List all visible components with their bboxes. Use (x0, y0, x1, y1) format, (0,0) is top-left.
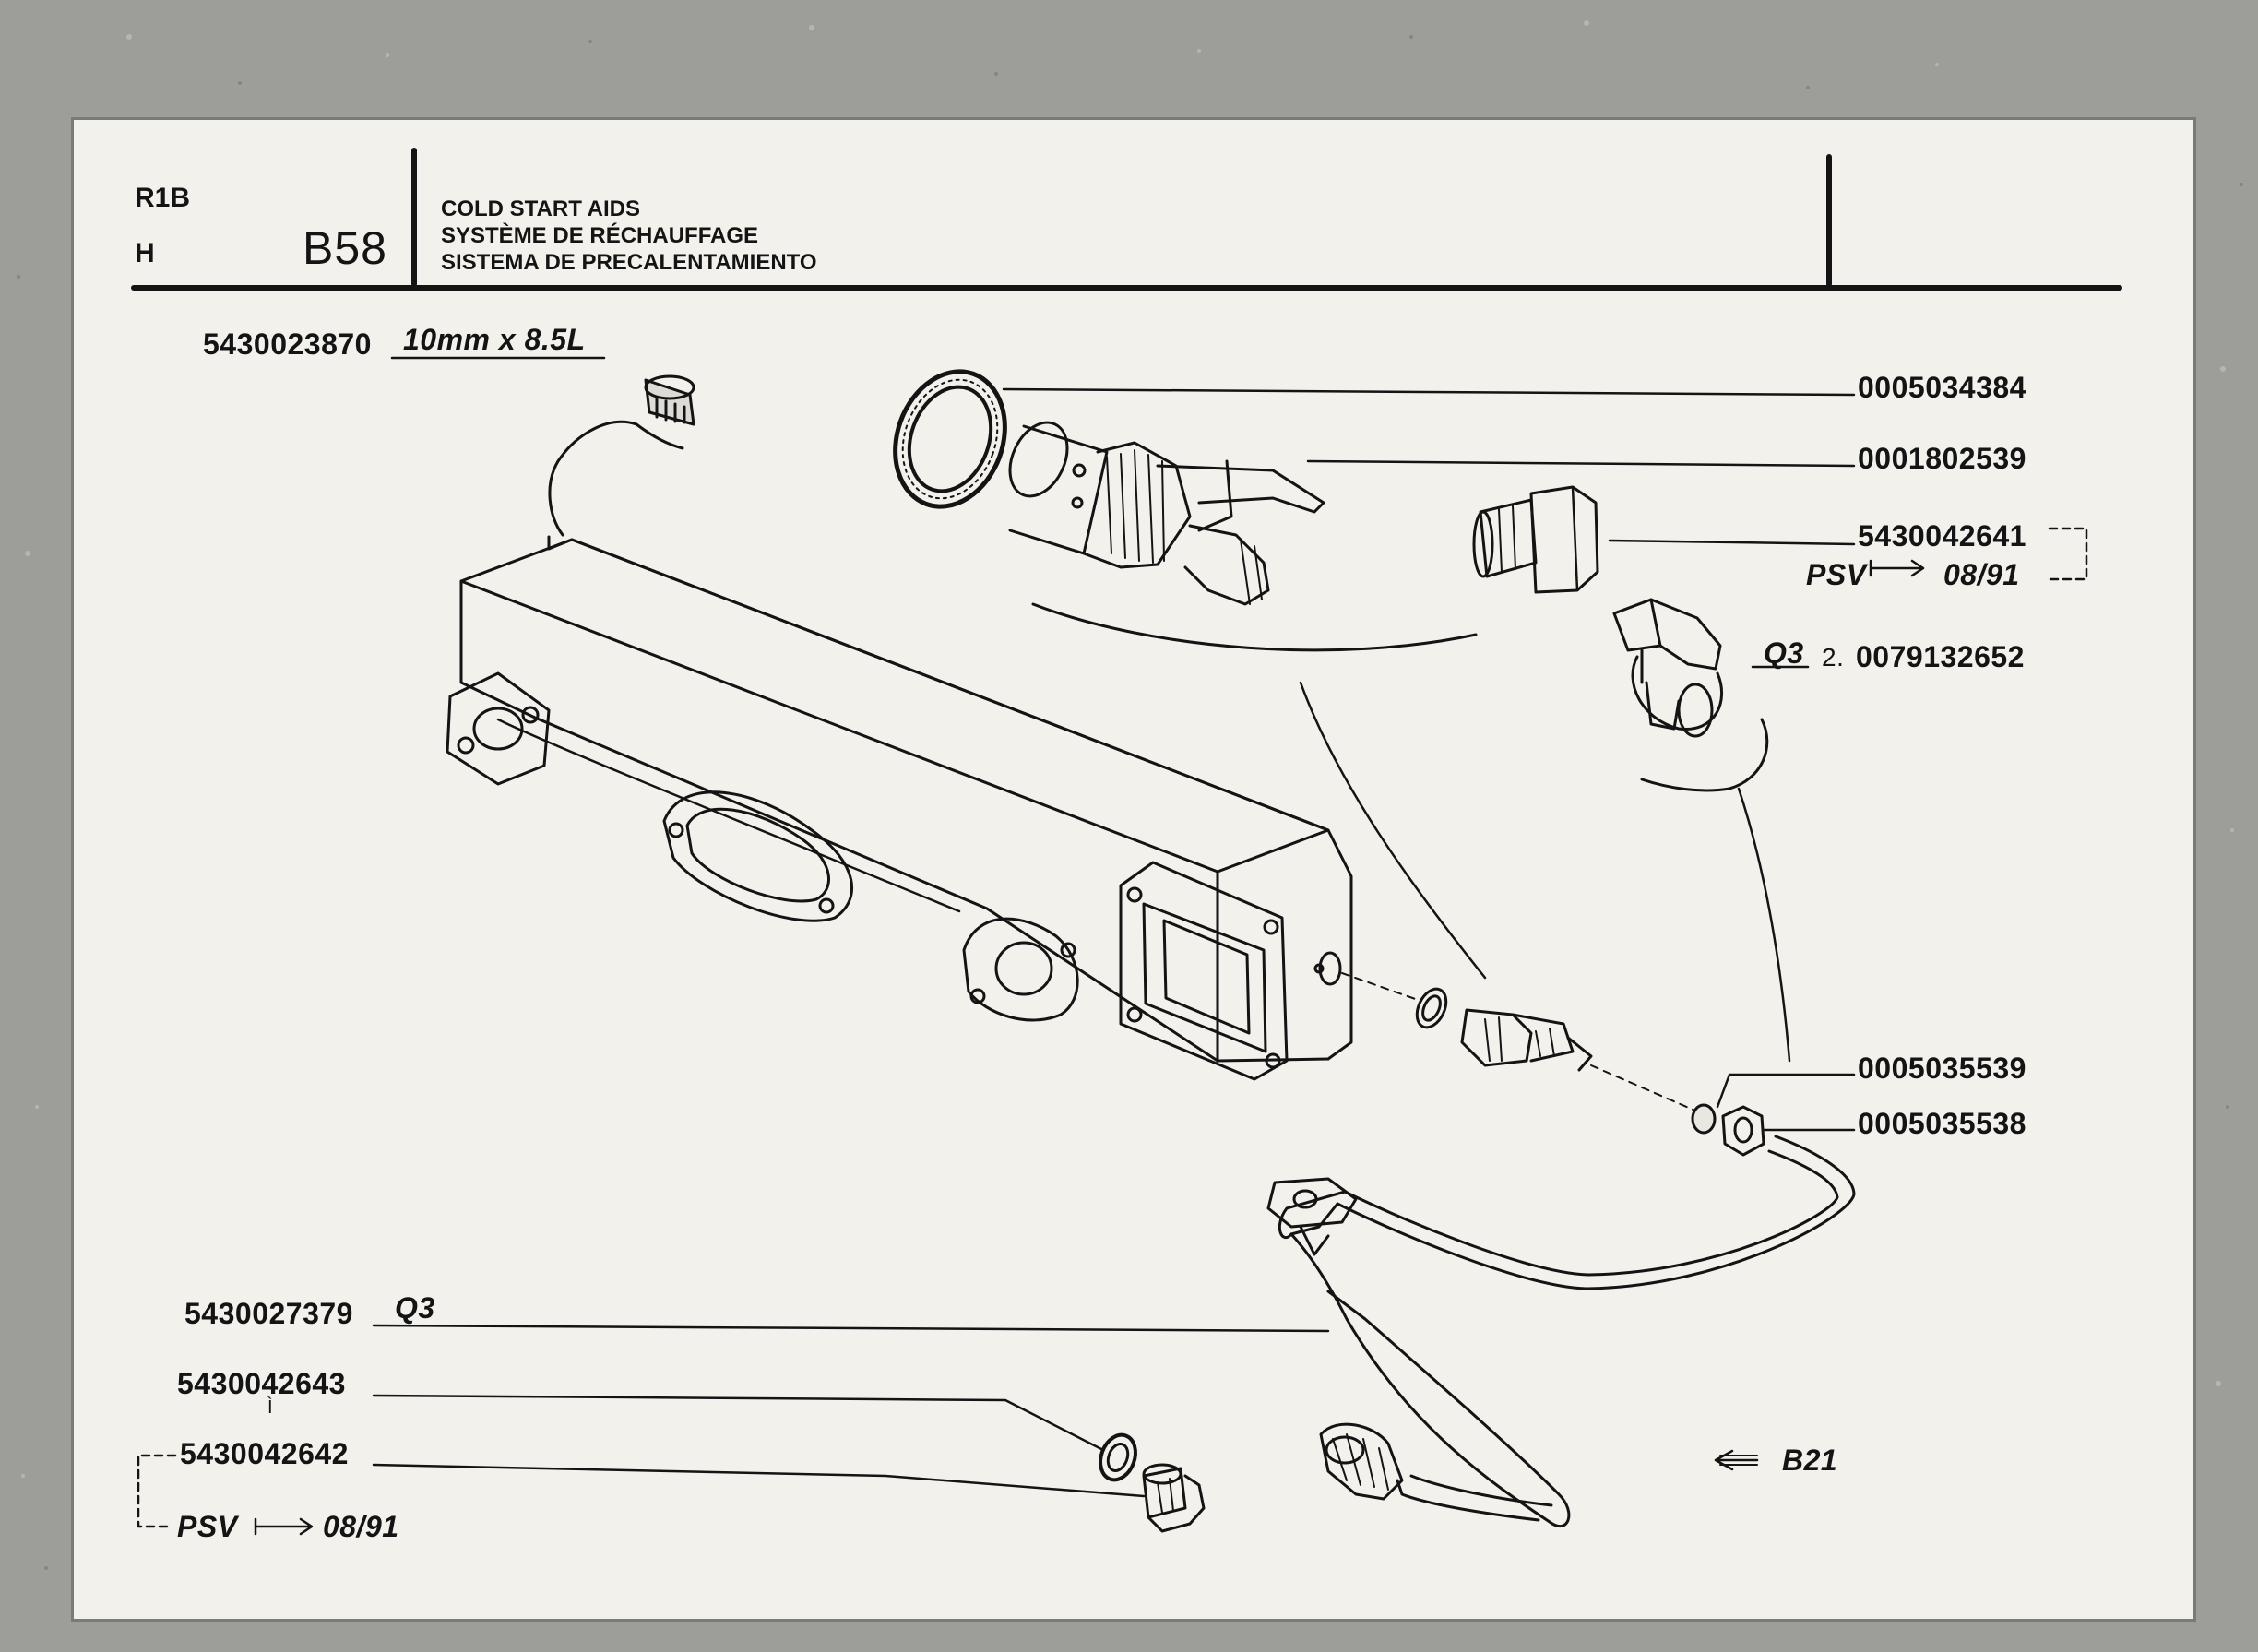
plug-size-spec: 10mm x 8.5L (403, 323, 586, 356)
part-number-fuel-pipe: 5430027379 (184, 1297, 353, 1330)
drain-plug-psv: PSV (177, 1510, 238, 1543)
axis-dashes (1341, 972, 1698, 1112)
header-frame (131, 148, 2122, 291)
washer-small (1415, 987, 1448, 1029)
hex-plug-psv: PSV (1806, 558, 1867, 591)
title-spanish: SISTEMA DE PRECALENTAMIENTO (441, 250, 817, 275)
part-number-nut: 0005035538 (1858, 1107, 2026, 1140)
drain-plug (1142, 1463, 1206, 1533)
part-number-seal-washer: 5430042643 (177, 1367, 346, 1400)
part-number-plug: 5430023870 (203, 327, 372, 361)
fuel-pipe-variant: Q3 (395, 1291, 435, 1325)
drain-plug-psv-date: 08/91 (323, 1510, 399, 1543)
fuel-pipe (1266, 1135, 1856, 1528)
union-nut (1721, 1105, 1765, 1157)
part-number-washer: 0005035539 (1858, 1052, 2026, 1085)
group-letter: H (135, 238, 155, 268)
part-number-heater-plug: 0001802539 (1858, 442, 2026, 475)
sealing-washer (1691, 1103, 1717, 1135)
clamp-enlarged (1612, 598, 1769, 792)
heater-plug-small (1460, 1008, 1593, 1072)
heater-plug-enlarged (1008, 421, 1478, 652)
part-number-hex-plug: 5430042641 (1858, 519, 2026, 553)
cross-reference-page: B21 (1782, 1444, 1838, 1477)
hex-plug-enlarged (1472, 485, 1599, 594)
part-number-gasket: 0005034384 (1858, 371, 2026, 404)
title-english: COLD START AIDS (441, 196, 640, 221)
intake-manifold (446, 535, 1353, 1081)
seal-washer-mark: Ì (267, 1397, 274, 1418)
model-code: R1B (135, 183, 191, 213)
hex-plug-psv-date: 08/91 (1943, 558, 2020, 591)
threaded-plug (548, 374, 695, 537)
gasket-ring (893, 369, 1007, 509)
leader-lines (137, 356, 2088, 1536)
clamp-quantity: 2. (1822, 643, 1845, 671)
title-french: SYSTÈME DE RÉCHAUFFAGE (441, 223, 759, 248)
detail-connectors (1299, 681, 1791, 1063)
section-number: B58 (303, 222, 387, 274)
part-number-drain-plug: 5430042642 (180, 1437, 349, 1470)
parts-sheet (74, 120, 2193, 1619)
part-number-clamp: 0079132652 (1856, 640, 2025, 673)
seal-washer (1099, 1432, 1137, 1482)
clamp-variant: Q3 (1764, 636, 1804, 670)
